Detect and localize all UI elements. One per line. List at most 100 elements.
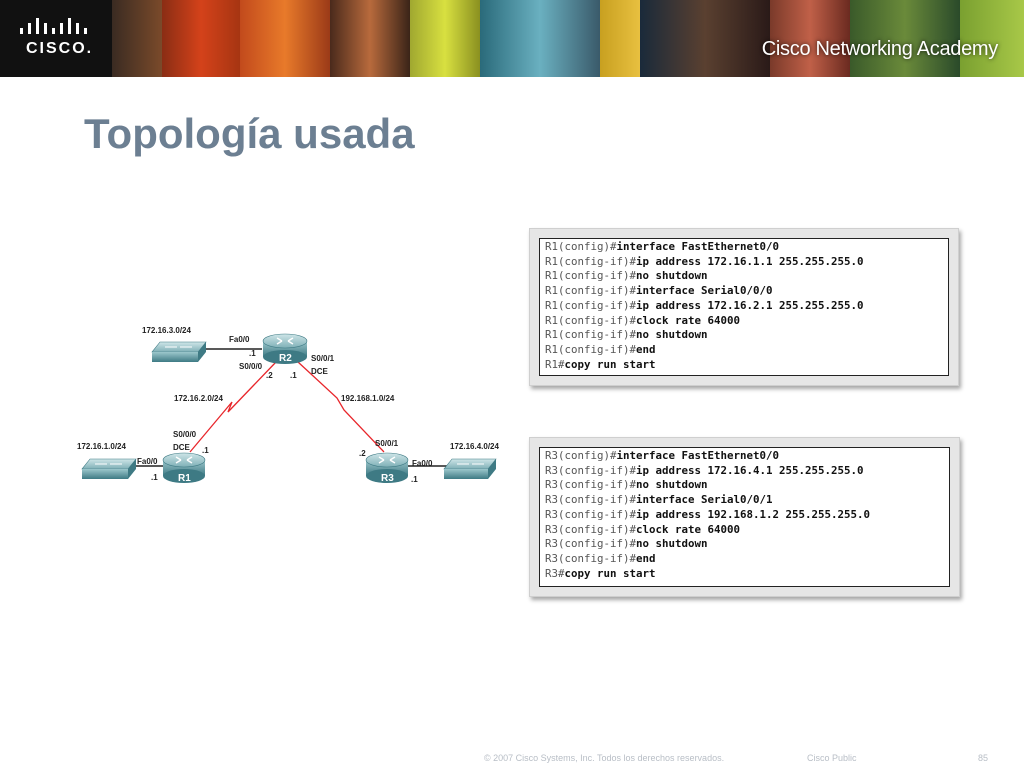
- config-line: R1(config-if)#clock rate 64000: [545, 314, 943, 329]
- config-line: R1(config)#interface FastEthernet0/0: [545, 240, 943, 255]
- config-command: interface FastEthernet0/0: [616, 449, 780, 462]
- interface-label: Fa0/0: [229, 335, 250, 344]
- config-command: copy run start: [564, 357, 656, 371]
- config-prompt: R3(config-if)#: [545, 537, 637, 551]
- config-command: end: [636, 342, 656, 356]
- host-label: .1: [249, 349, 256, 358]
- config-line: R1(config-if)#end: [545, 343, 943, 358]
- config-command: ip address 172.16.2.1 255.255.255.0: [636, 298, 864, 312]
- banner-photo: [770, 0, 850, 77]
- config-command: no shutdown: [636, 537, 708, 551]
- config-prompt: R3(config-if)#: [545, 463, 637, 477]
- config-prompt: R1(config-if)#: [545, 298, 637, 312]
- config-prompt: R1#: [545, 357, 565, 371]
- config-prompt: R1(config-if)#: [545, 284, 637, 298]
- config-line: R3(config-if)#clock rate 64000: [545, 523, 944, 538]
- config-prompt: R1(config-if)#: [545, 269, 637, 283]
- switch-icon: [443, 458, 497, 479]
- cisco-logo-text: CISCO.: [26, 40, 94, 57]
- config-prompt: R3(config)#: [545, 449, 617, 462]
- host-label: .1: [202, 446, 209, 455]
- banner-photo: [960, 0, 1024, 77]
- config-command: copy run start: [564, 566, 656, 580]
- dce-label: DCE: [173, 443, 191, 452]
- config-command: ip address 172.16.1.1 255.255.255.0: [636, 254, 864, 268]
- config-line: R3(config-if)#no shutdown: [545, 537, 944, 552]
- link-r1-r2: [189, 361, 277, 453]
- config-line: R3(config-if)#end: [545, 552, 944, 567]
- config-command: clock rate 64000: [636, 522, 741, 536]
- config-line: R1#copy run start: [545, 358, 943, 373]
- config-line: R1(config-if)#ip address 172.16.2.1 255.…: [545, 299, 943, 314]
- config-command: end: [636, 551, 656, 565]
- router-icon: [162, 452, 206, 483]
- router-label: R2: [279, 353, 292, 364]
- router-label: R1: [178, 473, 191, 484]
- config-line: R1(config-if)#no shutdown: [545, 269, 943, 284]
- banner-photo: [640, 0, 770, 77]
- config-prompt: R1(config)#: [545, 240, 617, 253]
- config-prompt: R1(config-if)#: [545, 328, 637, 342]
- config-command: ip address 172.16.4.1 255.255.255.0: [636, 463, 864, 477]
- switch-icon: [81, 458, 137, 479]
- link-r2-r3: [297, 361, 385, 453]
- host-label: .1: [151, 473, 158, 482]
- topology-diagram: R2 R1 R3 172.16.3.0/24 172.16.1.0/24: [77, 326, 499, 484]
- banner-photo: [240, 0, 330, 77]
- page-number: 85: [978, 753, 989, 763]
- interface-label: S0/0/0: [173, 430, 197, 439]
- network-label: 172.16.3.0/24: [142, 326, 191, 335]
- router-icon: [262, 333, 308, 364]
- config-command: no shutdown: [636, 328, 708, 342]
- banner-photo: [850, 0, 960, 77]
- banner-photo: [410, 0, 480, 77]
- banner-photo: [480, 0, 600, 77]
- host-label: .1: [290, 371, 297, 380]
- config-command: interface Serial0/0/0: [636, 284, 773, 298]
- slide-title: Topología usada: [84, 110, 415, 157]
- banner-photo: [162, 0, 240, 77]
- interface-label: S0/0/0: [239, 362, 263, 371]
- config-line: R1(config-if)#no shutdown: [545, 328, 943, 343]
- network-label: 172.16.2.0/24: [174, 394, 223, 403]
- config-prompt: R3(config-if)#: [545, 551, 637, 565]
- config-prompt: R3(config-if)#: [545, 493, 637, 507]
- network-label: 192.168.1.0/24: [341, 394, 395, 403]
- cisco-logo: CISCO.: [0, 0, 112, 77]
- network-label: 172.16.1.0/24: [77, 442, 126, 451]
- host-label: .2: [266, 371, 273, 380]
- interface-label: S0/0/1: [311, 354, 335, 363]
- config-prompt: R3(config-if)#: [545, 478, 637, 492]
- config-line: R3(config-if)#ip address 172.16.4.1 255.…: [545, 464, 944, 479]
- config-command: no shutdown: [636, 478, 708, 492]
- config-prompt: R3#: [545, 566, 565, 580]
- router-icon: [365, 452, 409, 483]
- host-label: .2: [359, 449, 366, 458]
- header-banner: CISCO. Cisco Networking Academy: [0, 0, 1024, 77]
- config-command: ip address 192.168.1.2 255.255.255.0: [636, 507, 871, 521]
- network-label: 172.16.4.0/24: [450, 442, 499, 451]
- config-prompt: R1(config-if)#: [545, 313, 637, 327]
- host-label: .1: [411, 475, 418, 484]
- config-line: R3(config-if)#no shutdown: [545, 478, 944, 493]
- config-prompt: R1(config-if)#: [545, 254, 637, 268]
- config-line: R3(config-if)#interface Serial0/0/1: [545, 493, 944, 508]
- interface-label: Fa0/0: [137, 457, 158, 466]
- config-command: interface FastEthernet0/0: [616, 240, 780, 253]
- config-line: R3#copy run start: [545, 567, 944, 582]
- banner-photo: [330, 0, 410, 77]
- config-line: R3(config-if)#ip address 192.168.1.2 255…: [545, 508, 944, 523]
- cisco-bars-icon: [20, 18, 87, 34]
- interface-label: Fa0/0: [412, 459, 433, 468]
- config-command: interface Serial0/0/1: [636, 493, 773, 507]
- banner-photo: [600, 0, 640, 77]
- interface-label: S0/0/1: [375, 439, 399, 448]
- footer-classification: Cisco Public: [807, 753, 857, 763]
- router-label: R3: [381, 473, 394, 484]
- config-prompt: R1(config-if)#: [545, 342, 637, 356]
- dce-label: DCE: [311, 367, 329, 376]
